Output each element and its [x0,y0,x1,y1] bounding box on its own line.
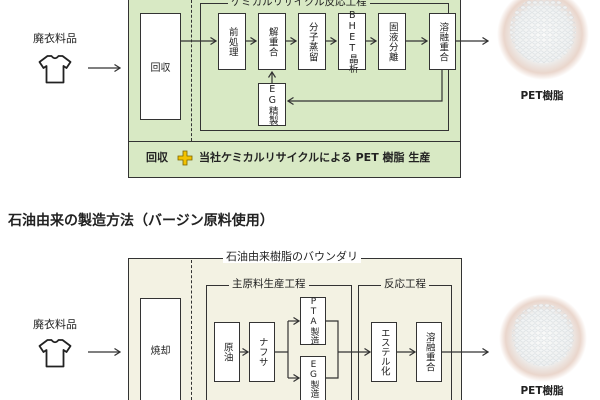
solid-liquid-separation-box: 固液分離 [378,13,406,70]
eg-production-label: EG製造 [308,359,319,398]
solid-liquid-separation-label: 固液分離 [386,21,398,62]
molecular-distillation-box: 分子蒸留 [298,13,326,70]
arrow-melt-polymerization-to-eg-purification [288,70,443,101]
petroleum-section-heading: 石油由来の製造方法（バージン原料使用） [8,213,274,229]
petroleum-reaction-frame-label: 反応工程 [381,278,429,291]
raw-material-frame-label: 主原料生産工程 [229,278,309,291]
melt-polymerization-box-bottom: 溶融重合 [416,322,442,382]
recycle-reaction-frame-label: ケミカルリサイクル反応工程 [228,0,370,9]
t-shirt-icon [38,339,72,368]
pta-production-label: PTA製造 [308,297,319,345]
depolymerization-box: 解重合 [258,13,286,70]
collect-box: 回収 [140,13,181,120]
naphtha-box: ナフサ [249,322,275,382]
bhet-crystallization-box: BHET晶析 [338,10,366,73]
eg-purification-label: EG精製 [266,84,278,125]
pet-pellets-image [497,0,589,80]
petroleum-boundary-label: 石油由来樹脂のバウンダリ [223,250,361,264]
incineration-label: 焼却 [150,346,171,357]
melt-polymerization-box-top: 溶融重合 [429,13,456,70]
pta-production-box: PTA製造 [300,297,326,345]
eg-production-box: EG製造 [300,356,326,400]
recycle-dashed-divider [191,0,192,141]
crude-oil-box: 原油 [214,322,240,382]
bhet-crystallization-label: BHET晶析 [346,10,358,73]
line-pta-eg-merge [326,320,339,379]
pretreatment-box: 前処理 [218,13,246,70]
line-naphtha-branch [275,321,289,378]
t-shirt-icon [38,55,72,84]
esterification-label: エステル化 [378,328,390,376]
pet-pellets-image [499,294,587,382]
footer-collect-label: 回収 [146,151,168,164]
depolymerization-label: 解重合 [266,26,278,57]
input-label-bottom: 廃衣料品 [33,318,77,331]
input-label-top: 廃衣料品 [33,32,77,45]
crude-oil-label: 原油 [221,342,233,362]
footer-production-text: 当社ケミカルリサイクルによる PET 樹脂 生産 [199,151,431,164]
melt-polymerization-label-top: 溶融重合 [437,21,449,62]
output-label-bottom: PET樹脂 [520,385,564,397]
output-label-top: PET樹脂 [520,90,564,102]
incineration-box: 焼却 [140,298,181,400]
eg-purification-box: EG精製 [258,83,286,126]
molecular-distillation-label: 分子蒸留 [306,21,318,62]
collect-box-label: 回収 [150,63,171,74]
recycle-footer-divider [128,141,461,142]
petroleum-dashed-divider [191,260,192,400]
esterification-box: エステル化 [371,322,397,382]
pretreatment-label: 前処理 [226,26,238,57]
naphtha-label: ナフサ [256,337,268,367]
plus-icon [177,150,193,166]
melt-polymerization-label-bottom: 溶融重合 [423,332,435,372]
